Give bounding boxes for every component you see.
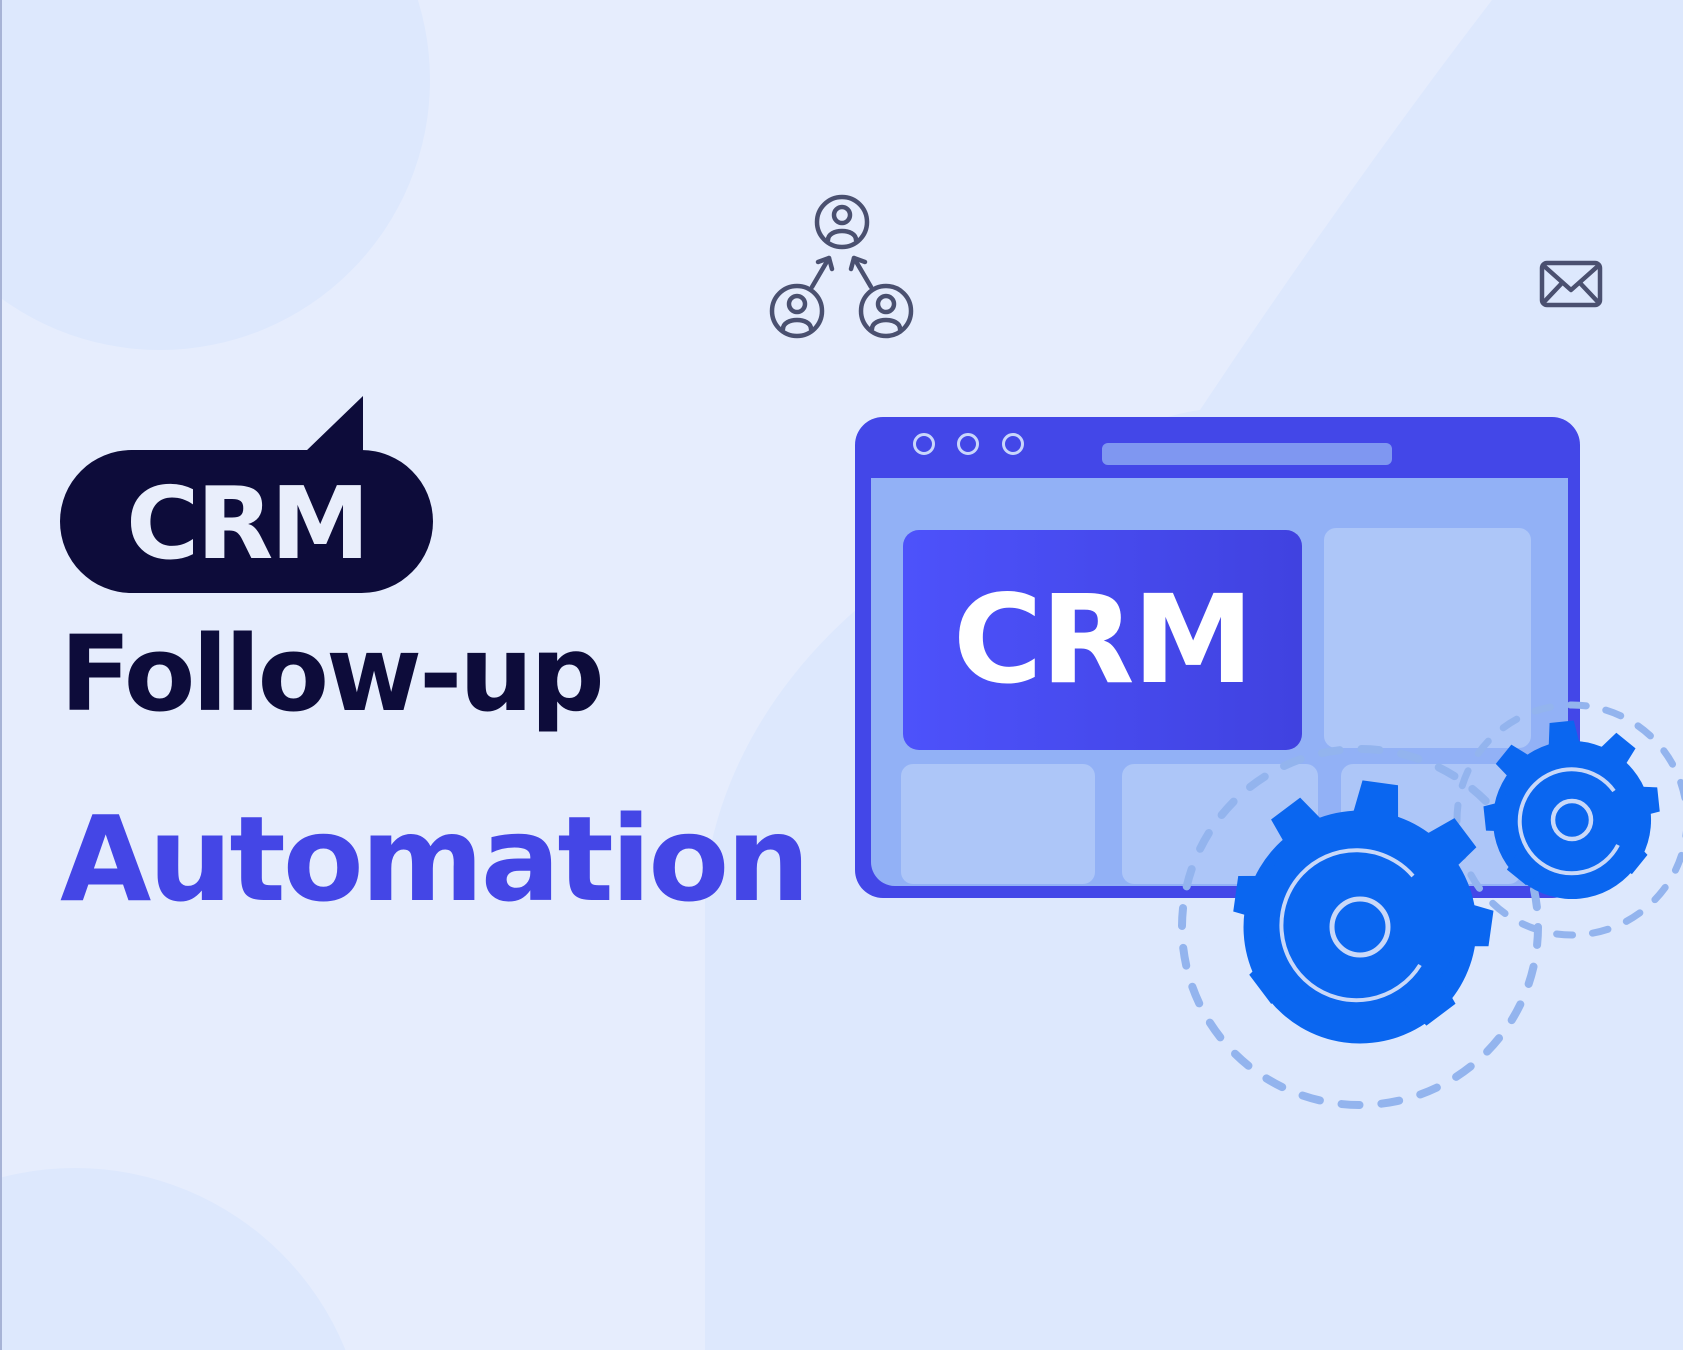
window-dot-3	[1002, 433, 1024, 455]
window-dot-2	[957, 433, 979, 455]
envelope-icon	[1539, 260, 1603, 308]
tile-bottom-1	[901, 764, 1095, 884]
bg-circle-top-left	[0, 0, 430, 350]
window-dot-1	[913, 433, 935, 455]
crm-browser-window: CRM	[855, 417, 1580, 898]
bubble-tail	[305, 396, 363, 452]
crm-card: CRM	[903, 530, 1302, 750]
window-content: CRM	[871, 478, 1568, 886]
tile-bottom-2	[1122, 764, 1318, 884]
headline-line-2: Automation	[60, 790, 810, 928]
tile-bottom-3	[1341, 764, 1521, 884]
headline-line-1: Follow-up	[60, 613, 605, 735]
crm-card-label: CRM	[953, 569, 1254, 711]
crm-badge: CRM	[60, 450, 433, 593]
crm-badge-label: CRM	[126, 464, 370, 582]
left-border	[0, 0, 2, 1350]
tile-right	[1324, 528, 1531, 748]
address-bar	[1102, 443, 1392, 465]
bg-circle-bottom-left	[0, 1168, 346, 1350]
people-network-icon	[769, 194, 914, 339]
